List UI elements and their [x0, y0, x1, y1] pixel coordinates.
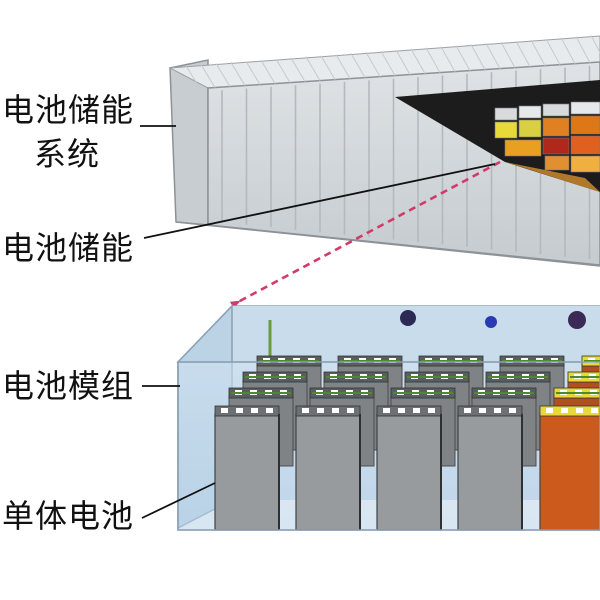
container-top-rib — [200, 64, 216, 88]
container-top-rib — [380, 50, 396, 76]
cell-terminal — [347, 408, 354, 413]
container-top-rib — [560, 37, 576, 65]
terminal-icon — [485, 316, 497, 328]
battery-cell — [214, 413, 280, 531]
battery-cells — [214, 355, 600, 531]
battery-cell — [295, 413, 361, 531]
cell-terminal — [479, 408, 486, 413]
cell-terminal — [383, 408, 390, 413]
container-top-rib — [395, 49, 411, 75]
cell-top — [214, 405, 280, 417]
cell-top — [539, 405, 600, 417]
leader-cell — [141, 482, 216, 519]
container-top-rib — [410, 48, 426, 74]
cell-terminal — [591, 408, 598, 413]
cell-terminal — [236, 408, 243, 413]
battery-cell — [376, 413, 442, 531]
container-top-rib — [275, 58, 291, 83]
label-battery-module: 电池模组 — [2, 367, 135, 405]
cell-terminal — [428, 408, 435, 413]
terminal-icon — [568, 311, 586, 329]
module-box-outline — [177, 361, 600, 531]
leader-storage — [143, 163, 496, 239]
container-top-rib — [425, 47, 441, 73]
leader-lines — [140, 125, 496, 519]
container-top-rib — [215, 63, 231, 87]
internal-battery-racks — [494, 101, 600, 173]
container-top-rib — [545, 38, 561, 66]
container-top-rib — [365, 52, 381, 77]
cell-top — [457, 405, 523, 417]
cell-terminal — [302, 408, 309, 413]
cell-terminal — [509, 408, 516, 413]
container-top-rib — [350, 53, 366, 78]
cell-terminal — [332, 408, 339, 413]
container-top-rib — [290, 57, 306, 82]
container-top-rib — [590, 35, 600, 54]
cell-terminal — [398, 408, 405, 413]
battery-module-box — [176, 304, 600, 531]
cell-terminal — [561, 408, 568, 413]
cell-terminal — [546, 408, 553, 413]
container-top-rib — [335, 54, 351, 79]
label-storage-system-line2: 系统 — [34, 135, 101, 173]
terminal-icon — [400, 310, 416, 326]
container-top-rib — [440, 46, 456, 72]
container-top-rib — [320, 55, 336, 80]
container-top-rib — [470, 44, 486, 70]
container-top-rib — [230, 62, 246, 86]
cell-terminal — [221, 408, 228, 413]
cell-terminal — [576, 408, 583, 413]
label-storage-system-line1: 电池储能 — [2, 91, 135, 129]
container-top-rib — [530, 39, 546, 66]
cell-terminal — [464, 408, 471, 413]
container-top-rib — [245, 61, 261, 85]
container-top-rib — [455, 45, 471, 71]
container-top-rib — [305, 56, 321, 81]
dashed-arrow-icon — [229, 160, 501, 309]
cell-terminal — [317, 408, 324, 413]
storage-container — [168, 35, 600, 267]
label-battery-storage: 电池储能 — [2, 229, 135, 267]
cell-terminal — [413, 408, 420, 413]
container-top-rib — [485, 43, 501, 69]
cell-terminal — [251, 408, 258, 413]
container-top-ribs — [185, 35, 600, 89]
cell-top — [295, 405, 361, 417]
container-top-rib — [500, 41, 516, 68]
cell-terminal — [266, 408, 273, 413]
cell-top — [376, 405, 442, 417]
battery-cell — [457, 413, 523, 531]
container-top-rib — [515, 40, 531, 67]
container-top-rib — [575, 36, 591, 64]
cell-terminal — [494, 408, 501, 413]
highlighted-battery-cell — [539, 413, 600, 531]
container-top-rib — [185, 65, 201, 89]
label-single-cell: 单体电池 — [2, 497, 135, 535]
container-top-rib — [260, 59, 276, 84]
